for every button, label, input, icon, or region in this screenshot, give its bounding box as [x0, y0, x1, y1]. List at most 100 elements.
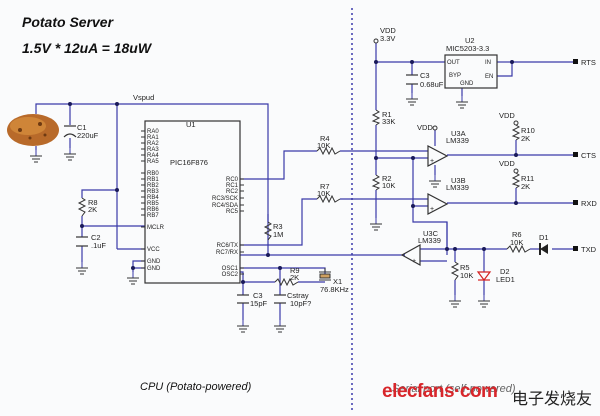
ports-0-label: RTS: [581, 58, 596, 67]
comparator-plus: +++: [412, 158, 434, 265]
wires: [35, 43, 575, 320]
ground-icon: [273, 319, 287, 333]
components-r2-ref-label: R2: [382, 174, 392, 183]
u3a-part-label: LM339: [446, 136, 469, 145]
u3b-ref-label: U3B: [451, 176, 466, 185]
u1-pin-label: RC4/SDA: [212, 203, 238, 209]
svg-text:+: +: [430, 206, 434, 213]
nets-vdd-label: VDD: [499, 159, 515, 168]
cpu-section-label: CPU (Potato-powered): [140, 381, 252, 393]
components-r9-value-label: 2K: [290, 273, 299, 282]
u3b-part-label: LM339: [446, 183, 469, 192]
ground-icon: [75, 261, 89, 275]
ground-icon: [126, 271, 140, 285]
u1-pin-label: RA1: [147, 135, 159, 141]
components-r10-value-label: 2K: [521, 134, 530, 143]
ground-icon: [477, 294, 491, 308]
nets-vdd-label: VDD: [499, 111, 515, 120]
components-cstray-ref-label: Cstray: [287, 291, 309, 300]
led-d2: [476, 271, 492, 281]
ports-2-label: RXD: [581, 199, 597, 208]
u1-pin-label: MCLR: [147, 225, 165, 231]
nets-vdd_v-label: 3.3V: [380, 34, 395, 43]
u1-ref-label: U1: [186, 120, 196, 129]
u2-pins-0-label: OUT: [447, 60, 460, 66]
u1-part-label: PIC16F876: [170, 158, 208, 167]
u1-pin-labels: RA0RA1RA2RA3RA4RA5RB0RB1RB2RB3RB4RB5RB6R…: [141, 129, 244, 278]
components-r3-value-label: 1M: [273, 230, 283, 239]
u1-pin-label: RA5: [147, 159, 159, 165]
serial-section-label: Serial port (self-powered): [392, 383, 516, 395]
u1-pin-label: RB6: [147, 207, 159, 213]
u1-pin-label: RA0: [147, 129, 159, 135]
ports-3-label: TXD: [581, 245, 597, 254]
u3c-ref-label: U3C: [423, 229, 439, 238]
u2-ref-label: U2: [465, 36, 475, 45]
components-r5-value-label: 10K: [460, 271, 473, 280]
u1-pin-label: RB1: [147, 177, 159, 183]
nets-vdd-label: VDD: [417, 123, 433, 132]
components-r4-value-label: 10K: [317, 141, 330, 150]
junctions: [68, 60, 518, 284]
u2-pins-3-label: EN: [485, 74, 493, 80]
components-r9-ref-label: R9: [290, 266, 300, 275]
comparators: [400, 145, 449, 267]
u3c-part-label: LM339: [418, 236, 441, 245]
u1-pin-label: RC5: [226, 209, 239, 215]
u1-pin-label: OSC2: [222, 272, 239, 278]
capacitor-symbols: [63, 74, 418, 304]
components-cstray-value-label: 10pF?: [290, 299, 311, 308]
u1-pin-label: RA4: [147, 153, 159, 159]
u1-pin-label: RB2: [147, 183, 159, 189]
components-c3a-ref-label: C3: [420, 71, 430, 80]
u1-pin-label: RB3: [147, 189, 159, 195]
u1-pin-label: RC1: [226, 183, 239, 189]
diode-d1: [539, 243, 548, 255]
components-r6-value-label: 10K: [510, 238, 523, 247]
components-c3b-value-label: 15pF: [250, 299, 268, 308]
u1-pin-label: OSC1: [222, 266, 239, 272]
power-formula: 1.5V * 12uA = 18uW: [22, 40, 152, 56]
potato-battery: [7, 114, 59, 146]
ground-icon: [405, 92, 419, 106]
u1-pin-label: RB5: [147, 201, 159, 207]
components-r4-ref-label: R4: [320, 134, 330, 143]
u2-part-label: MIC5203-3.3: [446, 44, 489, 53]
u1-pin-label: RA2: [147, 141, 159, 147]
components-d2-ref-label: D2: [500, 267, 510, 276]
u1-pin-label: RC7/RX: [216, 250, 238, 256]
u1-pin-label: RA3: [147, 147, 159, 153]
u1-pin-label: RB7: [147, 213, 159, 219]
u2-pins-4-label: GND: [460, 81, 474, 87]
components-c1-value-label: 220uF: [77, 131, 99, 140]
resistor-symbols: [77, 109, 531, 287]
components-c1-ref-label: C1: [77, 123, 87, 132]
components-d2-value-label: LED1: [496, 275, 515, 284]
nets-vdd-label: VDD: [380, 26, 396, 35]
u3a-ref-label: U3A: [451, 129, 466, 138]
components-r7-ref-label: R7: [320, 182, 330, 191]
watermark-cn: 电子发烧友: [512, 389, 593, 408]
nets-vspud-label: Vspud: [133, 93, 154, 102]
ground-icon: [236, 319, 250, 333]
u1-pin-label: RB4: [147, 195, 159, 201]
u1-pin-label: VCC: [147, 247, 160, 253]
components-r8-ref-label: R8: [88, 198, 98, 207]
components-r7-value-label: 10K: [317, 189, 330, 198]
u1-pin-label: RC3/SCK: [212, 196, 238, 202]
components-r10-ref-label: R10: [521, 126, 535, 135]
components-x1-value-label: 76.8KHz: [320, 285, 349, 294]
u1-chip-body: [144, 120, 241, 284]
components-r8-value-label: 2K: [88, 205, 97, 214]
u1-pin-label: GND: [147, 266, 161, 272]
crystal-x1: [319, 268, 331, 281]
ground-icon: [428, 174, 442, 188]
u1-pin-label: RC2: [226, 189, 239, 195]
u1-pin-label: RC6/TX: [217, 243, 238, 249]
ports-1-label: CTS: [581, 151, 596, 160]
components-r1-value-label: 33K: [382, 117, 395, 126]
ground-icon: [369, 217, 383, 231]
